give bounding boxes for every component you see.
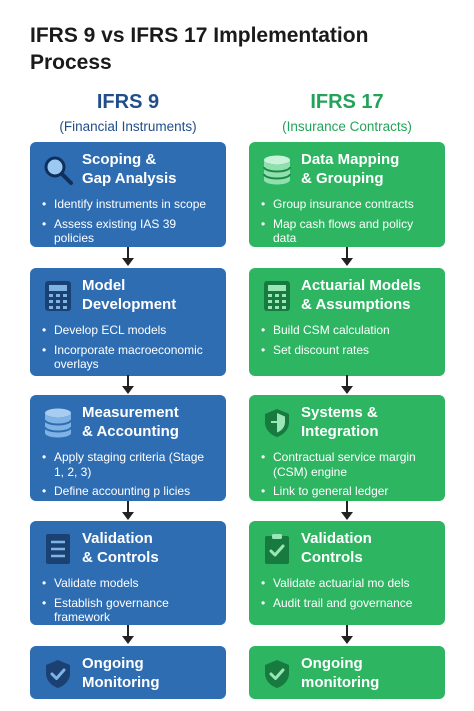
step-title: Scoping &Gap Analysis — [82, 151, 177, 187]
down-arrow-icon — [341, 625, 353, 644]
ifrs17-column-header: IFRS 17 (Insurance Contracts) — [247, 90, 447, 136]
ifrs17-step-systems: Systems &Integration Contractual service… — [249, 395, 445, 501]
checklist-icon — [42, 533, 74, 565]
shield-icon — [261, 407, 293, 439]
bullet-item: Validate models — [42, 576, 216, 591]
database-icon — [42, 407, 74, 439]
ifrs9-column-header: IFRS 9 (Financial Instruments) — [28, 90, 228, 136]
step-title: Data Mapping& Grouping — [301, 151, 400, 187]
bullet-item: Set discount rates — [261, 343, 435, 358]
magnifier-icon — [42, 154, 74, 186]
ifrs17-step-actuarial-models: Actuarial Models& Assumptions Build CSM … — [249, 268, 445, 376]
bullet-item: Build CSM calculation — [261, 323, 435, 338]
clipboard-check-icon — [261, 533, 293, 565]
bullet-item: Assess existing IAS 39 policies — [42, 217, 216, 246]
calculator-icon — [42, 280, 74, 312]
bullet-item: Map cash flows and policy data — [261, 217, 435, 246]
down-arrow-icon — [341, 247, 353, 266]
ifrs9-step-validation: Validation& Controls Validate models Est… — [30, 521, 226, 625]
down-arrow-icon — [122, 375, 134, 394]
step-title: Measurement& Accounting — [82, 404, 179, 440]
bullet-item: Incorporate macroeconomic overlays — [42, 343, 216, 372]
calculator-icon — [261, 280, 293, 312]
ifrs9-subheading: (Financial Instruments) — [59, 119, 197, 134]
down-arrow-icon — [122, 501, 134, 520]
bullet-item: Validate actuarial mo dels — [261, 576, 435, 591]
ifrs17-heading: IFRS 17 — [310, 91, 384, 113]
shield-check-icon — [261, 658, 293, 690]
bullet-item: Develop ECL models — [42, 323, 216, 338]
bullet-item: Link to general ledger — [261, 484, 435, 499]
down-arrow-icon — [341, 501, 353, 520]
step-title: Validation& Controls — [82, 530, 159, 566]
ifrs17-step-data-mapping: Data Mapping& Grouping Group insurance c… — [249, 142, 445, 247]
bullet-item: Identify instruments in scope — [42, 197, 216, 212]
bullet-item: Establish governance framework — [42, 596, 216, 625]
ifrs17-subheading: (Insurance Contracts) — [282, 119, 412, 134]
down-arrow-icon — [122, 625, 134, 644]
down-arrow-icon — [341, 375, 353, 394]
ifrs9-heading: IFRS 9 — [96, 91, 160, 113]
bullet-item: Contractual service margin (CSM) engine — [261, 450, 435, 479]
ifrs9-step-scoping: Scoping &Gap Analysis Identify instrumen… — [30, 142, 226, 247]
shield-check-icon — [42, 658, 74, 690]
ifrs9-step-measurement: Measurement& Accounting Apply staging cr… — [30, 395, 226, 501]
step-title: Systems &Integration — [301, 404, 379, 440]
step-title: Actuarial Models& Assumptions — [301, 277, 422, 313]
diagram-title: IFRS 9 vs IFRS 17 Implementation Process — [30, 24, 369, 74]
bullet-item: Group insurance contracts — [261, 197, 435, 212]
database-icon — [261, 154, 293, 186]
bullet-item: Define accounting p licies — [42, 484, 216, 499]
down-arrow-icon — [122, 247, 134, 266]
bullet-item: Apply staging criteria (Stage 1, 2, 3) — [42, 450, 216, 479]
bullet-item: Audit trail and governance — [261, 596, 435, 611]
